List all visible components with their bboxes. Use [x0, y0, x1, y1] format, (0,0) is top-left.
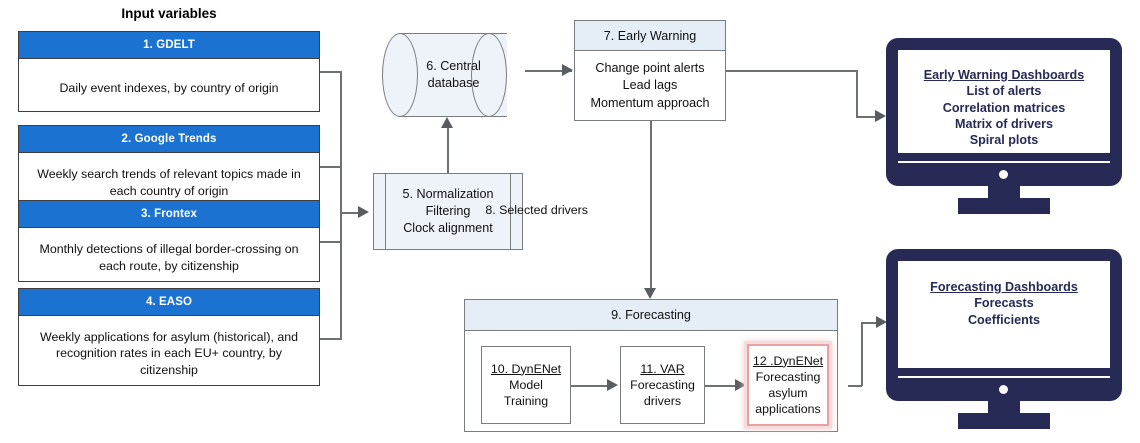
early-warning-line-1: Change point alerts: [595, 61, 705, 76]
arrowhead-to-forecasting: [644, 288, 656, 299]
preprocess-box[interactable]: 5. Normalization Filtering Clock alignme…: [373, 173, 523, 250]
preprocess-line-2: Filtering: [425, 204, 471, 218]
database-line-2: database: [427, 76, 480, 90]
monitor-1-base: [958, 198, 1050, 214]
monitor-1-power-dot: [999, 170, 1008, 179]
connector-source-bus: [340, 71, 342, 339]
monitor-1-divider: [898, 161, 1110, 163]
arrowhead-to-preprocess: [358, 206, 369, 218]
monitor-1-line-2: Correlation matrices: [942, 100, 1066, 115]
forecasting-group[interactable]: 9. Forecasting 10. DynENet Model Trainin…: [464, 299, 838, 432]
box-12-line-2: asylum: [768, 386, 808, 400]
connector-easo-stub: [320, 338, 342, 340]
source-box-gdelt[interactable]: 1. GDELT Daily event indexes, by country…: [18, 31, 320, 112]
forecasting-box-var[interactable]: 11. VAR Forecasting drivers: [620, 346, 705, 424]
box-10-title: 10. DynENet: [490, 361, 562, 376]
monitor-2-line-1: Forecasts: [974, 296, 1034, 311]
predefined-process-right-bar: [510, 174, 511, 249]
forecasting-header: 9. Forecasting: [465, 300, 837, 331]
connector-ew-to-dashboard-h1: [726, 70, 857, 72]
connector-box10-to-box11: [571, 385, 609, 387]
source-box-easo[interactable]: 4. EASO Weekly applications for asylum (…: [18, 288, 320, 386]
connector-google-trends-stub: [320, 166, 342, 168]
cylinder-left-cap: [382, 33, 418, 117]
arrowhead-box10-to-box11: [607, 379, 618, 391]
arrowhead-to-database: [441, 117, 453, 128]
connector-gdelt-stub: [320, 71, 342, 73]
monitor-2-content: Forecasting Dashboards Forecasts Coeffic…: [930, 261, 1078, 328]
box-11-title: 11. VAR: [640, 361, 685, 376]
connector-ew-to-forecasting: [650, 121, 652, 289]
monitor-2-line-2: Coefficients: [967, 312, 1041, 327]
arrowhead-to-early-warning-dashboard: [875, 110, 886, 122]
forecasting-box-dynenet-training[interactable]: 10. DynENet Model Training: [481, 346, 571, 424]
preprocess-line-1: 5. Normalization: [402, 187, 494, 201]
arrowhead-box11-to-box12: [735, 379, 746, 391]
early-warning-line-2: Lead lags: [622, 78, 678, 93]
central-database-label: 6. Central database: [382, 33, 525, 117]
input-variables-title: Input variables: [121, 6, 217, 21]
monitor-2-power-dot: [999, 385, 1008, 394]
forecasting-dashboard-monitor[interactable]: Forecasting Dashboards Forecasts Coeffic…: [886, 249, 1122, 429]
connector-box12-to-dashboard-h1: [848, 385, 862, 387]
connector-box12-to-dashboard-h2: [861, 322, 878, 324]
connector-bus-to-preprocess: [340, 212, 360, 214]
early-warning-body: Change point alerts Lead lags Momentum a…: [575, 51, 725, 121]
source-header-easo: 4. EASO: [19, 289, 319, 316]
box-12-title: 12 .DynENet: [752, 353, 824, 368]
box-10-line-1: Model: [509, 377, 543, 392]
monitor-1-title: Early Warning Dashboards: [923, 68, 1085, 82]
forecasting-box-dynenet-asylum[interactable]: 12 .DynENet Forecasting asylum applicati…: [747, 344, 829, 426]
connector-preprocess-to-database: [447, 126, 449, 173]
connector-box12-to-dashboard-v: [861, 322, 863, 386]
source-box-google-trends[interactable]: 2. Google Trends Weekly search trends of…: [18, 125, 320, 207]
monitor-1-screen: Early Warning Dashboards List of alerts …: [898, 50, 1110, 153]
connector-ew-to-dashboard-v: [856, 70, 858, 117]
preprocess-line-3: Clock alignment: [403, 221, 493, 235]
box-12-line-3: applications: [755, 402, 821, 417]
source-header-frontex: 3. Frontex: [19, 201, 319, 228]
source-header-google-trends: 2. Google Trends: [19, 126, 319, 153]
box-11-line-1: Forecasting: [630, 377, 695, 392]
arrowhead-to-early-warning: [562, 64, 573, 76]
monitor-2-title: Forecasting Dashboards: [930, 280, 1078, 294]
database-line-1: 6. Central: [426, 59, 481, 73]
early-warning-line-3: Momentum approach: [590, 95, 710, 110]
monitor-2-screen: Forecasting Dashboards Forecasts Coeffic…: [898, 261, 1110, 368]
early-warning-header: 7. Early Warning: [575, 21, 725, 51]
monitor-2-base: [958, 413, 1050, 429]
predefined-process-left-bar: [385, 174, 386, 249]
source-header-gdelt: 1. GDELT: [19, 32, 319, 59]
monitor-1-line-3: Matrix of drivers: [955, 117, 1053, 132]
monitor-1-content: Early Warning Dashboards List of alerts …: [924, 50, 1085, 149]
monitor-1-line-1: List of alerts: [966, 84, 1042, 99]
monitor-1-neck: [988, 186, 1020, 200]
monitor-2-divider: [898, 376, 1110, 378]
arrowhead-to-forecasting-dashboard: [876, 316, 887, 328]
box-11-line-2: drivers: [643, 394, 682, 409]
cylinder-right-cap: [471, 33, 507, 117]
connector-frontex-stub: [320, 241, 342, 243]
box-10-line-2: Training: [503, 394, 549, 409]
monitor-2-neck: [988, 401, 1020, 415]
connector-ew-to-dashboard-h2: [856, 116, 877, 118]
early-warning-box[interactable]: 7. Early Warning Change point alerts Lea…: [574, 20, 726, 121]
early-warning-dashboard-monitor[interactable]: Early Warning Dashboards List of alerts …: [886, 38, 1122, 214]
source-box-frontex[interactable]: 3. Frontex Monthly detections of illegal…: [18, 200, 320, 282]
monitor-1-line-4: Spiral plots: [969, 133, 1039, 148]
source-body-google-trends: Weekly search trends of relevant topics …: [37, 167, 301, 198]
source-body-gdelt: Daily event indexes, by country of origi…: [59, 80, 279, 95]
connector-database-to-early-warning: [525, 70, 572, 72]
source-body-frontex: Monthly detections of illegal border-cro…: [39, 242, 299, 273]
box-12-line-1: Forecasting: [755, 369, 821, 384]
source-body-easo: Weekly applications for asylum (historic…: [39, 329, 298, 377]
central-database-shape[interactable]: 6. Central database: [382, 33, 525, 117]
selected-drivers-label: 8. Selected drivers: [485, 203, 588, 217]
connector-box11-to-box12: [705, 385, 737, 387]
